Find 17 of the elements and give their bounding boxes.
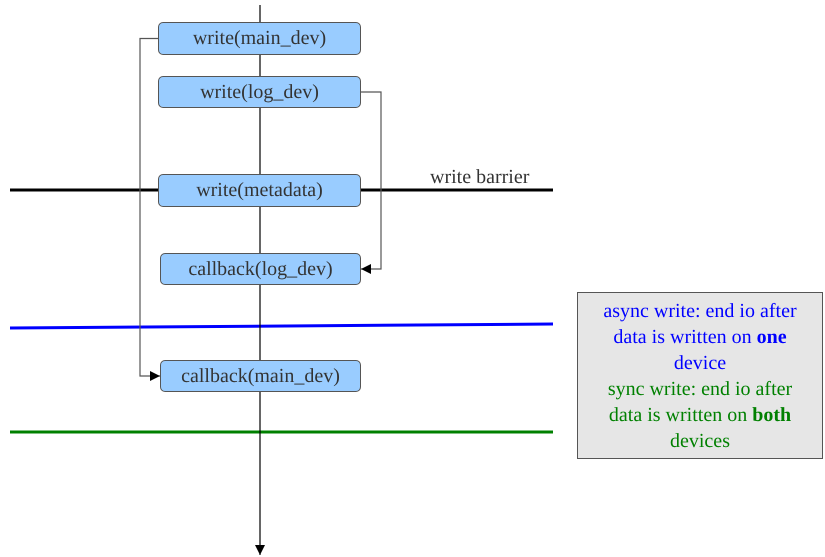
process-box: callback(main_dev) bbox=[160, 360, 361, 392]
process-box: callback(log_dev) bbox=[160, 253, 361, 285]
timeline-line bbox=[259, 108, 261, 174]
timeline-arrow bbox=[255, 392, 265, 555]
barrier-label: write barrier bbox=[430, 166, 530, 189]
note-box bbox=[577, 292, 823, 459]
process-box: write(metadata) bbox=[158, 174, 361, 207]
timeline-line bbox=[259, 207, 261, 253]
timeline-line bbox=[259, 5, 261, 22]
connector-arrow bbox=[139, 38, 160, 381]
connector-arrow bbox=[361, 91, 382, 274]
process-box: write(main_dev) bbox=[158, 22, 361, 55]
timeline-line bbox=[259, 55, 261, 76]
note-text: async write: end io after data is written on one device bbox=[602, 298, 798, 376]
timeline-line bbox=[259, 285, 261, 360]
note-text: sync write: end io after data is written on both devices bbox=[606, 376, 794, 454]
process-box: write(log_dev) bbox=[158, 76, 361, 108]
